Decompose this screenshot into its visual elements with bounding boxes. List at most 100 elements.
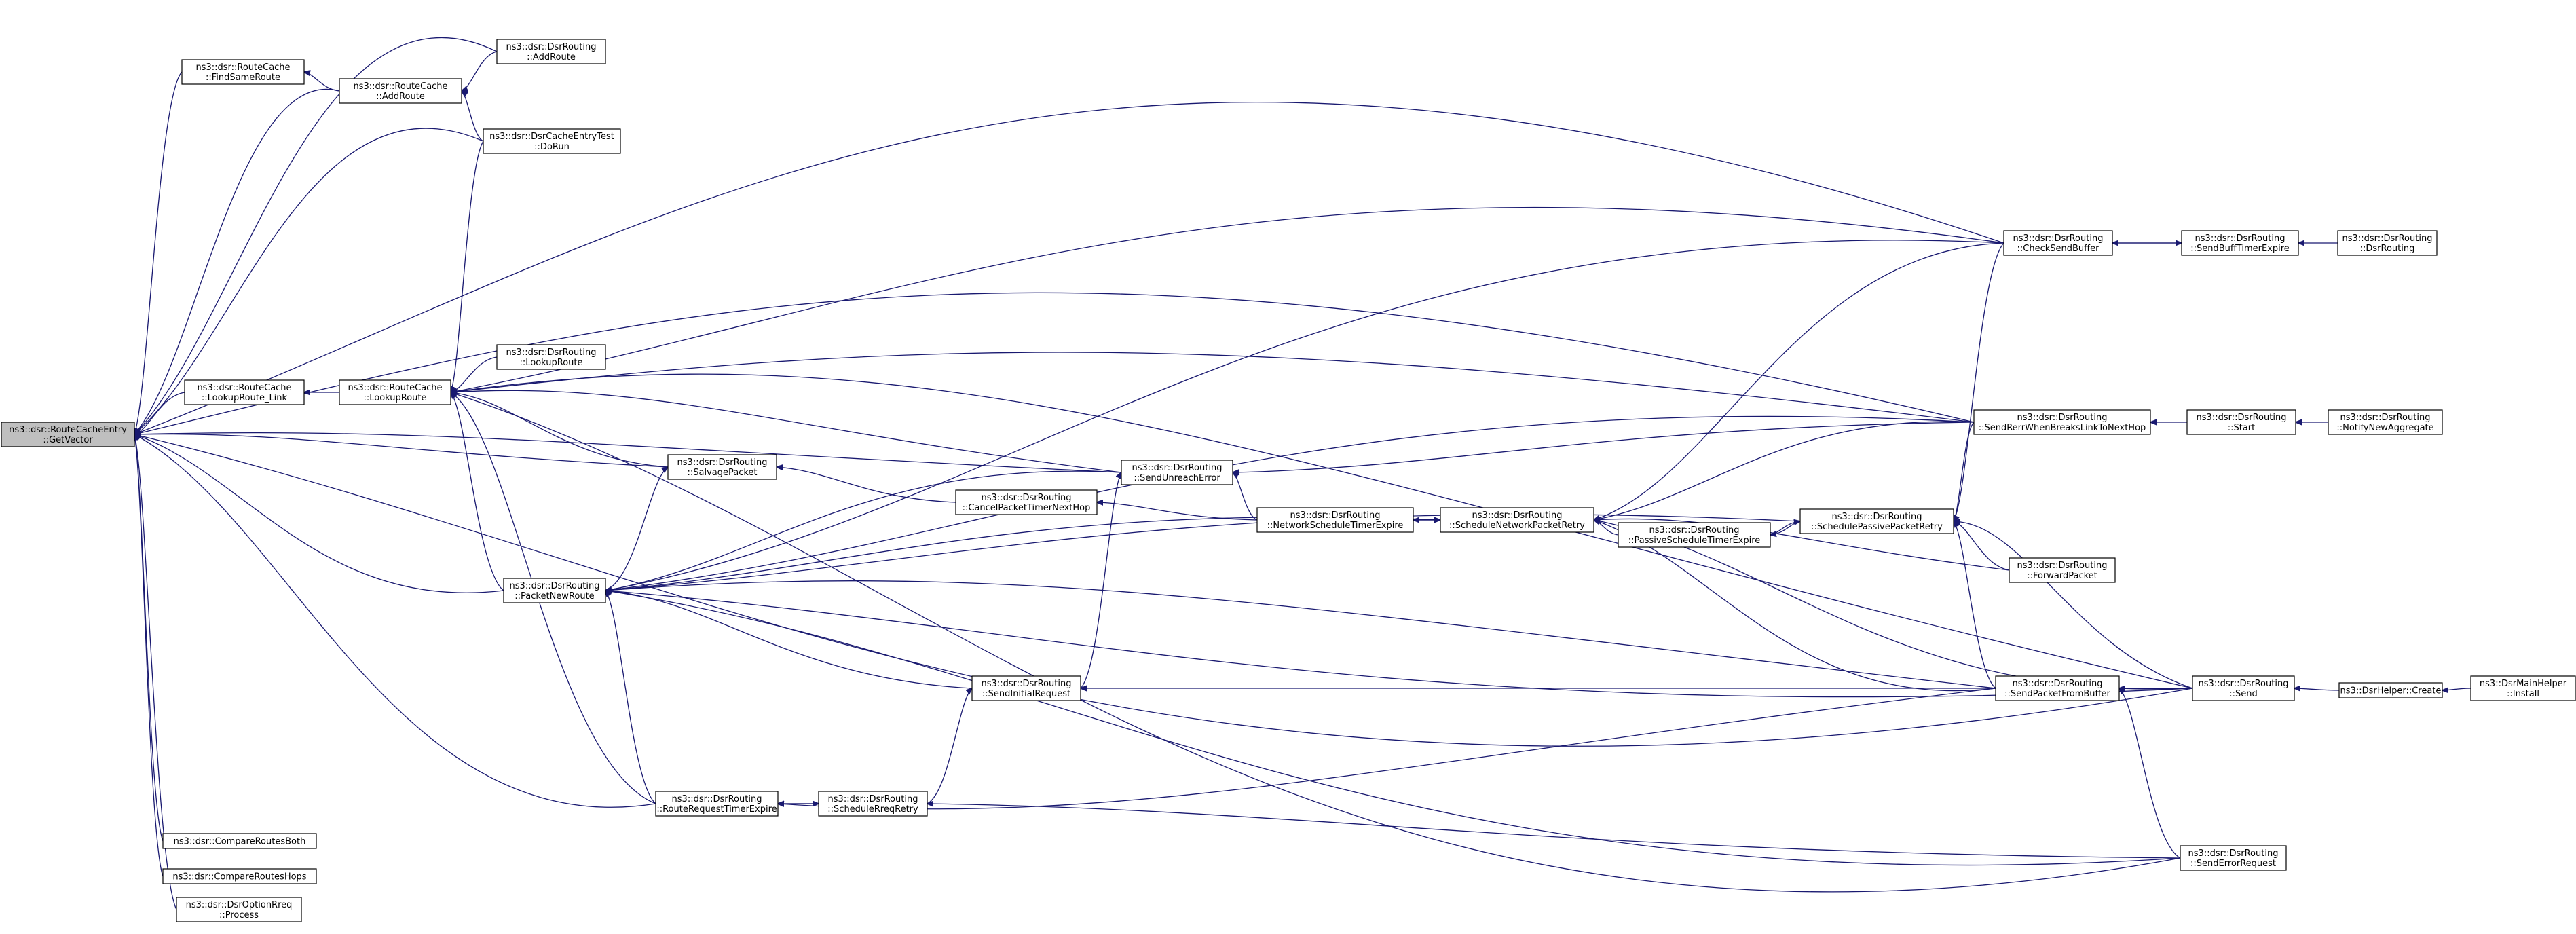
node-label: ns3::dsr::RouteCacheEntry bbox=[9, 425, 127, 435]
node-box bbox=[655, 791, 779, 817]
graph-node-passivescheduletimer[interactable]: ns3::dsr::DsrRouting::PassiveScheduleTim… bbox=[1618, 522, 1771, 548]
call-edge-dorun-to-rc_lookuproute bbox=[451, 141, 484, 392]
graph-node-compareroutesboth[interactable]: ns3::dsr::CompareRoutesBoth bbox=[162, 833, 317, 849]
graph-node-dsr_addroute[interactable]: ns3::dsr::DsrRouting::AddRoute bbox=[496, 39, 606, 64]
graph-node-cancelpackettimer[interactable]: ns3::dsr::DsrRouting::CancelPacketTimerN… bbox=[955, 489, 1098, 515]
graph-node-schedulereqretry[interactable]: ns3::dsr::DsrRouting::ScheduleRreqRetry bbox=[818, 791, 928, 817]
call-edge-routerequesttimer-to-packetnewroute bbox=[605, 591, 656, 804]
graph-node-send[interactable]: ns3::dsr::DsrRouting::Send bbox=[2192, 675, 2295, 701]
call-edge-send-to-rc_lookuproute bbox=[451, 373, 2193, 689]
node-label: ns3::DsrHelper::Create bbox=[2340, 686, 2442, 696]
call-edge-rc_addroute-to-getvector bbox=[134, 88, 340, 434]
node-label: ::SendInitialRequest bbox=[982, 689, 1070, 699]
graph-node-checksendbuffer[interactable]: ns3::dsr::DsrRouting::CheckSendBuffer bbox=[2003, 230, 2113, 256]
graph-node-forwardpacket[interactable]: ns3::dsr::DsrRouting::ForwardPacket bbox=[2009, 557, 2116, 583]
node-label: ns3::dsr::DsrRouting bbox=[2340, 413, 2431, 423]
graph-node-packetnewroute[interactable]: ns3::dsr::DsrRouting::PacketNewRoute bbox=[503, 578, 606, 603]
graph-node-sendinitialrequest[interactable]: ns3::dsr::DsrRouting::SendInitialRequest bbox=[971, 675, 1081, 701]
call-edge-checksendbuffer-to-packetnewroute bbox=[605, 240, 2004, 591]
node-box bbox=[1973, 409, 2151, 435]
graph-node-findsameroute[interactable]: ns3::dsr::RouteCache::FindSameRoute bbox=[181, 59, 305, 85]
call-edge-sendpacketfrombuffer-to-packetnewroute bbox=[605, 580, 1996, 689]
graph-node-schedulenetworkretry[interactable]: ns3::dsr::DsrRouting::ScheduleNetworkPac… bbox=[1440, 507, 1594, 533]
node-label: ::SendPacketFromBuffer bbox=[2004, 689, 2110, 699]
call-edge-dsr_addroute-to-rc_addroute bbox=[462, 51, 498, 91]
call-edge-sendrerrwhenbreaks-to-sendunreacherror bbox=[1233, 422, 1975, 472]
call-edge-senderrorrequest-to-packetnewroute bbox=[605, 591, 2181, 866]
node-label: ::SendErrorRequest bbox=[2190, 859, 2276, 869]
graph-node-rc_lookuproute[interactable]: ns3::dsr::RouteCache::LookupRoute bbox=[339, 379, 451, 405]
graph-node-getvector[interactable]: ns3::dsr::RouteCacheEntry::GetVector bbox=[1, 422, 135, 447]
node-label: ::CancelPacketTimerNextHop bbox=[963, 503, 1091, 513]
graph-node-sendunreacherror[interactable]: ns3::dsr::DsrRouting::SendUnreachError bbox=[1121, 460, 1233, 485]
graph-node-lookuproute_link[interactable]: ns3::dsr::RouteCache::LookupRoute_Link bbox=[184, 379, 305, 405]
graph-node-rc_addroute[interactable]: ns3::dsr::RouteCache::AddRoute bbox=[339, 78, 462, 104]
node-label: ::SendRerrWhenBreaksLinkToNextHop bbox=[1979, 423, 2146, 433]
node-box bbox=[818, 791, 928, 817]
call-edge-sendrerrwhenbreaks-to-rc_lookuproute bbox=[451, 352, 1975, 423]
graph-node-salvagepacket[interactable]: ns3::dsr::DsrRouting::SalvagePacket bbox=[667, 454, 777, 480]
node-label: ns3::DsrMainHelper bbox=[2480, 679, 2567, 689]
call-edge-packetnewroute-to-rc_lookuproute bbox=[451, 392, 504, 591]
graph-node-notifynewaggregate[interactable]: ns3::dsr::DsrRouting::NotifyNewAggregate bbox=[2328, 409, 2443, 435]
node-box bbox=[2186, 409, 2296, 435]
node-label: ns3::dsr::DsrRouting bbox=[1290, 510, 1381, 521]
node-box bbox=[162, 833, 317, 849]
graph-node-sendbufftimer[interactable]: ns3::dsr::DsrRouting::SendBuffTimerExpir… bbox=[2181, 230, 2299, 256]
graph-node-dsrrouting_ctor[interactable]: ns3::dsr::DsrRouting::DsrRouting bbox=[2337, 230, 2438, 256]
call-edge-sendinitialrequest-to-sendunreacherror bbox=[1080, 472, 1121, 689]
call-edge-routerequesttimer-to-getvector bbox=[134, 434, 656, 808]
node-box bbox=[162, 868, 317, 884]
node-label: ns3::dsr::DsrRouting bbox=[2013, 234, 2104, 244]
node-box bbox=[2192, 675, 2295, 701]
call-edge-senderrorrequest-to-schedulereqretry bbox=[927, 804, 2181, 859]
node-box bbox=[496, 344, 606, 370]
call-edge-send-to-packetnewroute bbox=[605, 591, 2193, 698]
graph-node-sendpacketfrombuffer[interactable]: ns3::dsr::DsrRouting::SendPacketFromBuff… bbox=[1995, 675, 2120, 701]
graph-node-dsr_lookuproute[interactable]: ns3::dsr::DsrRouting::LookupRoute bbox=[496, 344, 606, 370]
node-box bbox=[2003, 230, 2113, 256]
node-box bbox=[2328, 409, 2443, 435]
node-label: ::ForwardPacket bbox=[2027, 571, 2097, 581]
graph-node-schedulepassiveretry[interactable]: ns3::dsr::DsrRouting::SchedulePassivePac… bbox=[1799, 508, 1954, 534]
node-box bbox=[483, 128, 621, 154]
node-label: ns3::dsr::DsrRouting bbox=[2195, 234, 2285, 244]
node-box bbox=[2181, 230, 2299, 256]
node-box bbox=[2337, 230, 2438, 256]
node-label: ::ScheduleRreqRetry bbox=[827, 804, 918, 815]
node-box bbox=[2470, 675, 2576, 701]
node-label: ::FindSameRoute bbox=[206, 73, 280, 83]
node-label: ns3::dsr::CompareRoutesBoth bbox=[174, 837, 306, 847]
call-edge-checksendbuffer-to-rc_lookuproute bbox=[451, 206, 2004, 392]
node-box bbox=[1799, 508, 1954, 534]
node-label: ns3::dsr::DsrRouting bbox=[982, 493, 1072, 503]
node-box bbox=[181, 59, 305, 85]
call-edge-networkscheduletimer-to-sendunreacherror bbox=[1233, 472, 1258, 521]
call-edge-findsameroute-to-getvector bbox=[134, 71, 183, 434]
call-edge-senderrorrequest-to-rc_lookuproute bbox=[451, 392, 2181, 893]
node-label: ns3::dsr::DsrRouting bbox=[982, 679, 1072, 689]
node-label: ns3::dsr::RouteCache bbox=[195, 62, 290, 73]
graph-node-senderrorrequest[interactable]: ns3::dsr::DsrRouting::SendErrorRequest bbox=[2180, 845, 2287, 871]
call-edge-packetnewroute-to-salvagepacket bbox=[605, 467, 668, 591]
node-box bbox=[667, 454, 777, 480]
node-label: ns3::dsr::DsrRouting bbox=[2017, 413, 2108, 423]
graph-node-networkscheduletimer[interactable]: ns3::dsr::DsrRouting::NetworkScheduleTim… bbox=[1256, 507, 1414, 533]
node-label: ns3::dsr::DsrRouting bbox=[828, 794, 918, 804]
node-label: ns3::dsr::RouteCache bbox=[348, 383, 442, 393]
graph-node-start[interactable]: ns3::dsr::DsrRouting::Start bbox=[2186, 409, 2296, 435]
graph-node-sendrerrwhenbreaks[interactable]: ns3::dsr::DsrRouting::SendRerrWhenBreaks… bbox=[1973, 409, 2151, 435]
graph-node-dsroptionrreq_process[interactable]: ns3::dsr::DsrOptionRreq::Process bbox=[176, 897, 302, 922]
graph-node-compareroutehops[interactable]: ns3::dsr::CompareRoutesHops bbox=[162, 868, 317, 884]
graph-node-dorun[interactable]: ns3::dsr::DsrCacheEntryTest::DoRun bbox=[483, 128, 621, 154]
call-edges bbox=[134, 37, 2471, 910]
node-label: ns3::dsr::DsrRouting bbox=[1649, 525, 1740, 536]
node-box bbox=[184, 379, 305, 405]
graph-node-dsrmainhelper_install[interactable]: ns3::DsrMainHelper::Install bbox=[2470, 675, 2576, 701]
node-label: ns3::dsr::DsrRouting bbox=[506, 348, 597, 358]
call-edge-dorun-to-rc_addroute bbox=[462, 91, 484, 142]
graph-node-dsrhelper_create[interactable]: ns3::DsrHelper::Create bbox=[2338, 682, 2443, 698]
node-label: ::PassiveScheduleTimerExpire bbox=[1628, 536, 1761, 546]
graph-node-routerequesttimer[interactable]: ns3::dsr::DsrRouting::RouteRequestTimerE… bbox=[655, 791, 779, 817]
node-label: ns3::dsr::DsrRouting bbox=[2197, 413, 2287, 423]
